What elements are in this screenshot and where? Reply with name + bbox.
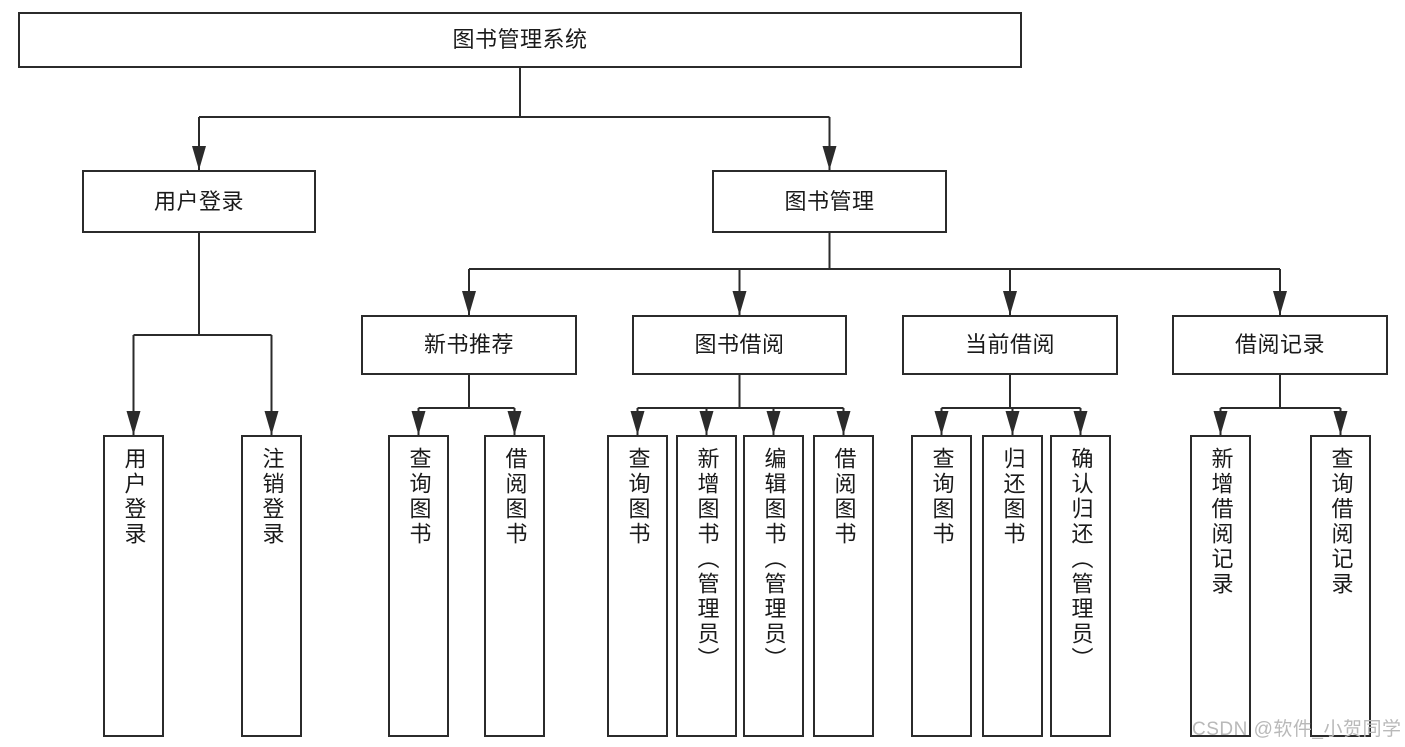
node-label: 查询图书 [625, 447, 651, 547]
node-label: 借阅图书 [831, 447, 857, 547]
node-book_mgmt[interactable]: 图书管理 [712, 170, 947, 233]
node-leaf_logout[interactable]: 注销登录 [241, 435, 302, 737]
watermark-text: CSDN @软件_小贺同学 [1192, 719, 1402, 740]
node-label: 用户登录 [153, 188, 244, 214]
node-label: 新增图书（管理员） [694, 447, 720, 672]
node-leaf_query_3[interactable]: 查询图书 [911, 435, 972, 737]
node-leaf_confirm[interactable]: 确认归还（管理员） [1050, 435, 1111, 737]
node-label: 当前借阅 [964, 332, 1055, 358]
node-label: 图书管理系统 [452, 27, 588, 53]
node-user_login[interactable]: 用户登录 [82, 170, 316, 233]
node-leaf_borrow_2[interactable]: 借阅图书 [813, 435, 874, 737]
node-new_book_rec[interactable]: 新书推荐 [361, 315, 577, 375]
node-label: 借阅记录 [1234, 332, 1325, 358]
node-leaf_return[interactable]: 归还图书 [982, 435, 1043, 737]
node-label: 新书推荐 [423, 332, 514, 358]
node-book_borrow[interactable]: 图书借阅 [632, 315, 847, 375]
node-label: 编辑图书（管理员） [761, 447, 787, 672]
node-leaf_query_1[interactable]: 查询图书 [388, 435, 449, 737]
node-label: 查询图书 [406, 447, 432, 547]
node-leaf_add_book[interactable]: 新增图书（管理员） [676, 435, 737, 737]
node-label: 图书管理 [784, 188, 875, 214]
node-leaf_edit_book[interactable]: 编辑图书（管理员） [743, 435, 804, 737]
node-root[interactable]: 图书管理系统 [18, 12, 1022, 68]
node-label: 用户登录 [121, 447, 147, 547]
node-label: 借阅图书 [502, 447, 528, 547]
node-leaf_query_rec[interactable]: 查询借阅记录 [1310, 435, 1371, 737]
node-leaf_query_2[interactable]: 查询图书 [607, 435, 668, 737]
node-current_borrow[interactable]: 当前借阅 [902, 315, 1118, 375]
node-label: 注销登录 [259, 447, 285, 547]
node-leaf_user_login[interactable]: 用户登录 [103, 435, 164, 737]
node-label: 图书借阅 [694, 332, 785, 358]
node-leaf_add_rec[interactable]: 新增借阅记录 [1190, 435, 1251, 737]
node-label: 查询图书 [929, 447, 955, 547]
node-label: 查询借阅记录 [1328, 447, 1354, 597]
node-label: 新增借阅记录 [1208, 447, 1234, 597]
node-label: 归还图书 [1000, 447, 1026, 547]
node-label: 确认归还（管理员） [1068, 447, 1094, 672]
node-leaf_borrow_1[interactable]: 借阅图书 [484, 435, 545, 737]
node-borrow_record[interactable]: 借阅记录 [1172, 315, 1388, 375]
